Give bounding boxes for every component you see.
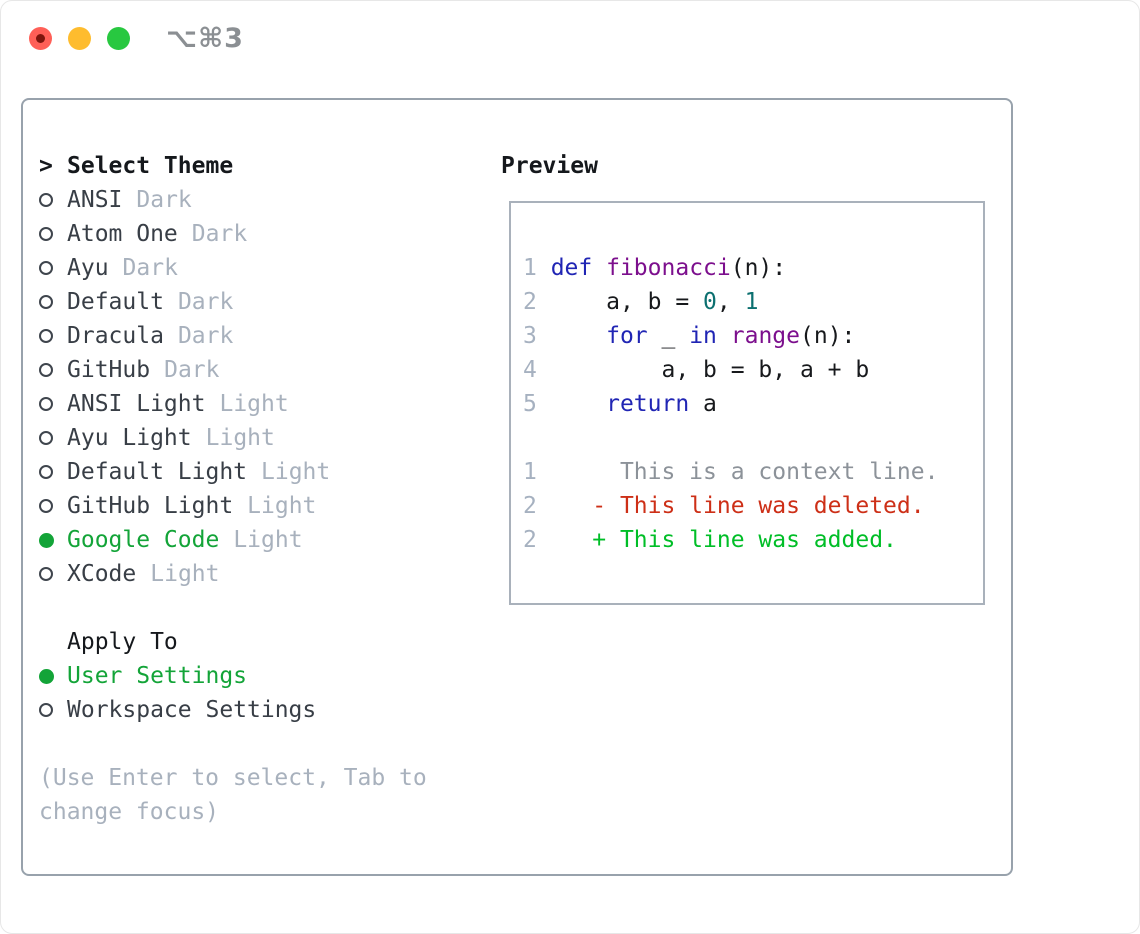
option-label: Default <box>67 289 164 315</box>
spacer <box>39 727 491 761</box>
option-label: Dracula <box>67 323 164 349</box>
theme-item[interactable]: ANSI Light Light <box>39 387 491 421</box>
theme-item[interactable]: Atom One Dark <box>39 217 491 251</box>
theme-variant-badge: Dark <box>136 187 192 213</box>
theme-item[interactable]: Google Code Light <box>39 523 491 557</box>
theme-item[interactable]: Ayu Light Light <box>39 421 491 455</box>
preview-line: 4 a, b = b, a + b <box>523 357 870 383</box>
preview-pane: 1 def fibonacci(n): 2 a, b = 0, 1 3 for _ … <box>509 201 985 605</box>
apply-to-title: Apply To <box>67 629 178 655</box>
option-label: GitHub <box>67 357 151 383</box>
radio-icon <box>39 499 67 513</box>
theme-item[interactable]: XCode Light <box>39 557 491 591</box>
close-dot-icon <box>36 34 45 43</box>
option-label: Ayu <box>67 255 109 281</box>
preview-line: 1 def fibonacci(n): <box>523 255 787 281</box>
prompt-icon: > <box>39 153 53 179</box>
theme-item[interactable]: Default Light Light <box>39 455 491 489</box>
theme-variant-badge: Light <box>150 561 220 587</box>
minimize-button[interactable] <box>68 27 91 50</box>
preview-line: 5 return a <box>523 391 717 417</box>
option-label: Workspace Settings <box>67 697 317 723</box>
theme-item[interactable]: GitHub Light Light <box>39 489 491 523</box>
theme-variant-badge: Dark <box>177 323 234 349</box>
radio-icon <box>39 567 67 581</box>
radio-icon <box>39 261 67 275</box>
preview-line: 3 for _ in range(n): <box>523 323 856 349</box>
option-label: Ayu Light <box>67 425 192 451</box>
option-label: Atom One <box>67 221 178 247</box>
theme-variant-badge: Light <box>247 493 317 519</box>
help-text: (Use Enter to select, Tab to change focu… <box>39 765 427 825</box>
radio-icon <box>39 465 67 479</box>
theme-item[interactable]: ANSI Dark <box>39 183 491 217</box>
close-button[interactable] <box>29 27 52 50</box>
preview-line: 2 + This line was added. <box>523 527 897 553</box>
theme-variant-badge: Light <box>205 425 275 451</box>
theme-item[interactable]: GitHub Dark <box>39 353 491 387</box>
preview-code: 1 def fibonacci(n): 2 a, b = 0, 1 3 for _ … <box>511 203 983 557</box>
radio-icon <box>39 295 67 309</box>
theme-variant-badge: Dark <box>164 357 220 383</box>
select-theme-title: Select Theme <box>67 153 234 179</box>
option-label: Google Code <box>67 527 220 553</box>
radio-icon <box>39 431 67 445</box>
theme-variant-badge: Dark <box>122 255 178 281</box>
option-label: ANSI <box>67 187 123 213</box>
radio-icon <box>39 329 67 343</box>
apply-option[interactable]: Workspace Settings <box>39 693 491 727</box>
theme-item[interactable]: Default Dark <box>39 285 491 319</box>
theme-item[interactable]: Ayu Dark <box>39 251 491 285</box>
theme-variant-badge: Dark <box>191 221 248 247</box>
radio-icon <box>39 397 67 411</box>
option-label: GitHub Light <box>67 493 234 519</box>
theme-variant-badge: Light <box>261 459 331 485</box>
window-title: ⌥⌘3 <box>166 23 244 54</box>
spacer <box>39 591 491 625</box>
option-label: Default Light <box>67 459 248 485</box>
theme-variant-badge: Light <box>233 527 303 553</box>
theme-variant-badge: Dark <box>177 289 234 315</box>
radio-icon <box>39 363 67 377</box>
theme-item[interactable]: Dracula Dark <box>39 319 491 353</box>
select-theme-header: > Select Theme <box>39 149 491 183</box>
preview-line: 2 a, b = 0, 1 <box>523 289 759 315</box>
radio-selected-icon <box>39 668 67 684</box>
radio-icon <box>39 227 67 241</box>
preview-title: Preview <box>501 153 598 179</box>
radio-icon <box>39 193 67 207</box>
option-label: ANSI Light <box>67 391 206 417</box>
option-label: User Settings <box>67 663 248 689</box>
preview-line: 1 This is a context line. <box>523 459 939 485</box>
preview-line: 2 - This line was deleted. <box>523 493 925 519</box>
apply-option[interactable]: User Settings <box>39 659 491 693</box>
preview-line <box>523 421 983 455</box>
option-label: XCode <box>67 561 137 587</box>
radio-selected-icon <box>39 532 67 548</box>
theme-variant-badge: Light <box>219 391 289 417</box>
radio-icon <box>39 703 67 717</box>
apply-to-header: Apply To <box>39 625 491 659</box>
zoom-button[interactable] <box>107 27 130 50</box>
